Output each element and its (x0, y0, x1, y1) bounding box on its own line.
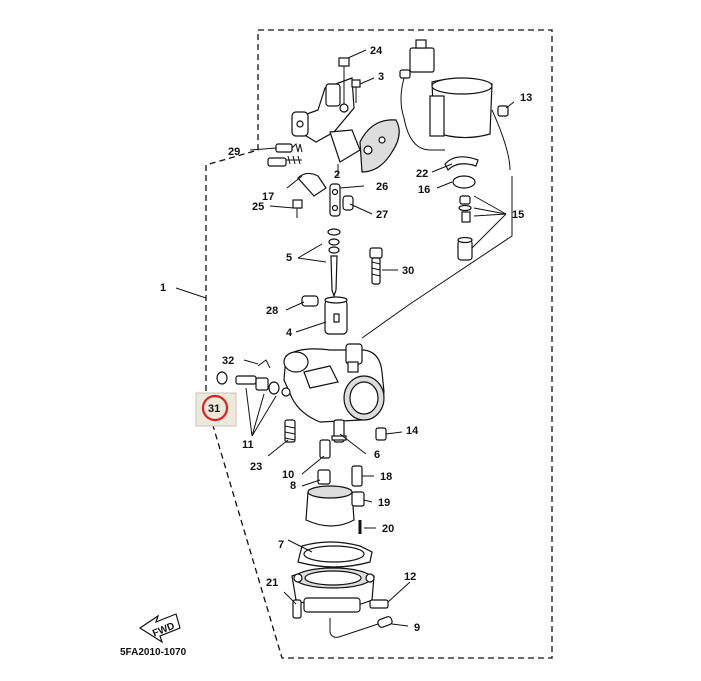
clip-part (444, 156, 479, 172)
callout-29: 29 (228, 146, 240, 158)
float-chamber-part (291, 567, 375, 613)
callout-28: 28 (266, 305, 278, 317)
selected-part-highlight[interactable]: 31 (195, 392, 237, 427)
callout-18: 18 (380, 471, 392, 483)
callout-14: 14 (406, 425, 419, 437)
screw-part (284, 419, 296, 443)
callout-16: 16 (418, 184, 430, 196)
callout-15: 15 (512, 209, 524, 221)
diagram-code: 5FA2010-1070 (120, 647, 187, 658)
needle-jet-part (331, 419, 347, 443)
callout-20: 20 (382, 523, 394, 535)
callout-23: 23 (250, 461, 262, 473)
screw-part (369, 599, 389, 609)
callout-10: 10 (282, 469, 294, 481)
callout-22: 22 (416, 168, 428, 180)
callout-8: 8 (290, 480, 296, 492)
jet-part (369, 247, 383, 285)
air-screw-part (235, 375, 291, 397)
callout-25: 25 (252, 201, 264, 213)
gasket-part (297, 541, 373, 568)
callout-26: 26 (376, 181, 388, 193)
jet-part (319, 439, 331, 459)
fuel-line (361, 176, 513, 339)
spring-part (275, 143, 303, 153)
screw-part (267, 155, 302, 167)
o-ring-part (452, 175, 476, 189)
callout-11: 11 (242, 439, 254, 451)
float-part (305, 485, 365, 527)
callout-31: 31 (208, 403, 220, 415)
callout-24: 24 (370, 45, 383, 57)
callout-27: 27 (376, 209, 388, 221)
callout-2: 2 (334, 169, 340, 181)
connector-part (399, 39, 511, 171)
callout-6: 6 (374, 449, 380, 461)
callout-19: 19 (378, 497, 390, 509)
callout-4: 4 (286, 327, 293, 339)
callout-13: 13 (520, 92, 532, 104)
clip-part (257, 359, 271, 369)
callout-3: 3 (378, 71, 384, 83)
main-jet-part (317, 469, 331, 485)
screw-part (301, 295, 319, 307)
callout-7: 7 (278, 539, 284, 551)
callout-17: 17 (262, 191, 274, 203)
carburetor-body-part (283, 343, 385, 423)
leader-lines (175, 49, 515, 627)
link-part (297, 172, 354, 217)
screw-part (292, 599, 302, 619)
cap-part (216, 371, 228, 385)
plunger-part (457, 195, 473, 261)
callout-5: 5 (286, 252, 292, 264)
fwd-arrow-icon: FWD (138, 613, 181, 644)
choke-part (429, 77, 493, 139)
screw-part (497, 105, 509, 117)
needle-part (327, 228, 341, 298)
jet-part (351, 465, 363, 487)
throttle-valve-part (324, 296, 348, 335)
screw-part (375, 427, 387, 441)
callout-9: 9 (414, 622, 420, 634)
callout-12: 12 (404, 571, 416, 583)
callout-32: 32 (222, 355, 234, 367)
screw-part (292, 199, 303, 218)
assembly-boundary (205, 29, 553, 659)
callout-30: 30 (402, 265, 414, 277)
hose-part (329, 616, 393, 638)
callout-1: 1 (160, 282, 166, 294)
throttle-cam-part (359, 119, 400, 173)
screw-part (338, 57, 350, 113)
callout-21: 21 (266, 577, 278, 589)
bracket-part (291, 77, 361, 163)
